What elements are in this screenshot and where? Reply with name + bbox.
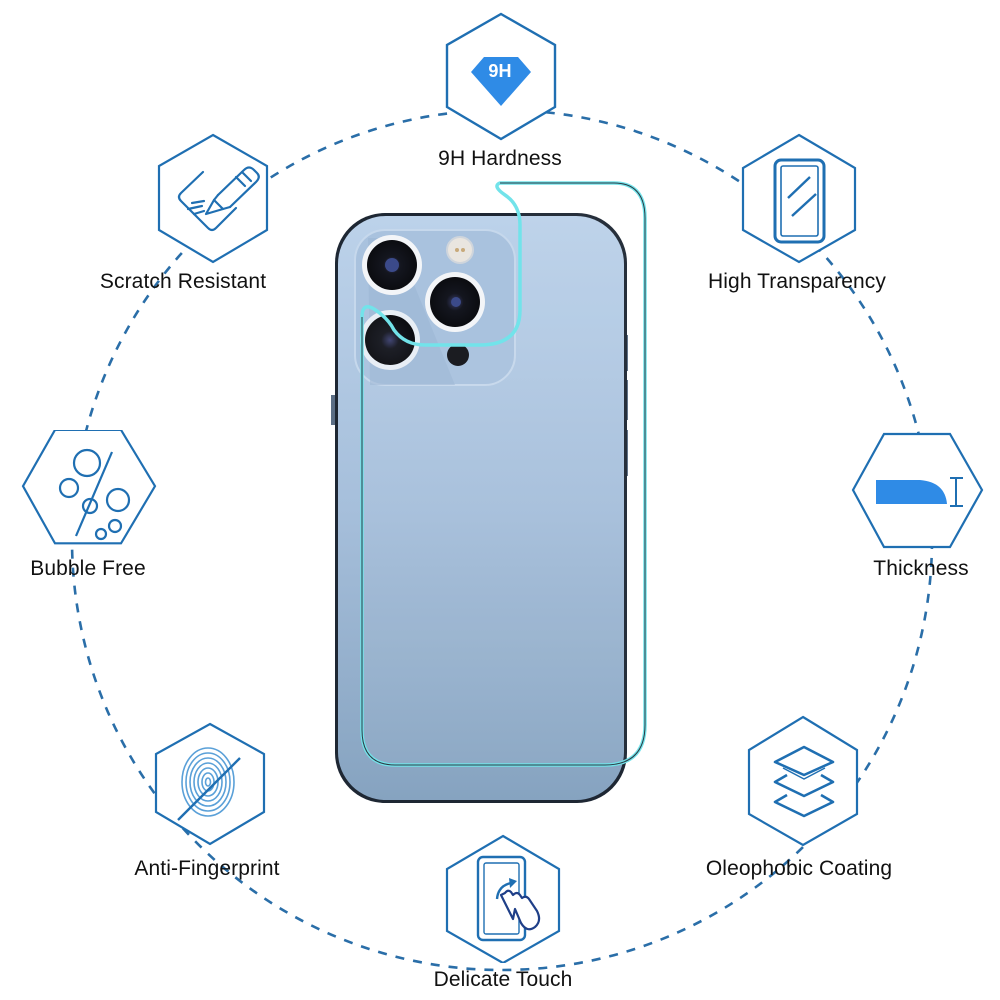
feature-label-anti-fingerprint: Anti-Fingerprint	[134, 857, 280, 880]
feature-label-high-transparency: High Transparency	[708, 270, 886, 293]
scratch-tool-icon	[157, 133, 269, 264]
feature-scratch-resistant	[148, 130, 278, 270]
feature-thickness	[850, 430, 990, 550]
feature-anti-fingerprint	[150, 720, 275, 850]
feature-label-scratch-resistant: Scratch Resistant	[99, 270, 267, 293]
feature-delicate-touch	[443, 833, 563, 963]
feature-label-oleophobic-coating: Oleophobic Coating	[705, 857, 893, 880]
diamond-9h-icon	[445, 12, 557, 141]
diamond-badge-text: 9H	[488, 61, 512, 81]
bubbles-slash-icon	[21, 430, 157, 545]
thickness-edge-icon	[851, 432, 984, 549]
feature-label-thickness: Thickness	[873, 557, 969, 580]
touch-swipe-icon	[445, 834, 561, 963]
feature-label-delicate-touch: Delicate Touch	[433, 968, 573, 991]
feature-bubble-free	[20, 430, 160, 550]
feature-high-transparency	[732, 130, 862, 270]
feature-label-9h-hardness: 9H Hardness	[438, 147, 562, 170]
fingerprint-slash-icon	[154, 722, 266, 846]
layers-icon	[747, 715, 859, 847]
feature-9h-hardness: 9H	[441, 5, 561, 145]
phone-illustration	[331, 213, 628, 803]
feature-oleophobic-coating	[737, 713, 867, 853]
glass-panel-icon	[741, 133, 857, 264]
feature-label-bubble-free: Bubble Free	[30, 557, 146, 580]
